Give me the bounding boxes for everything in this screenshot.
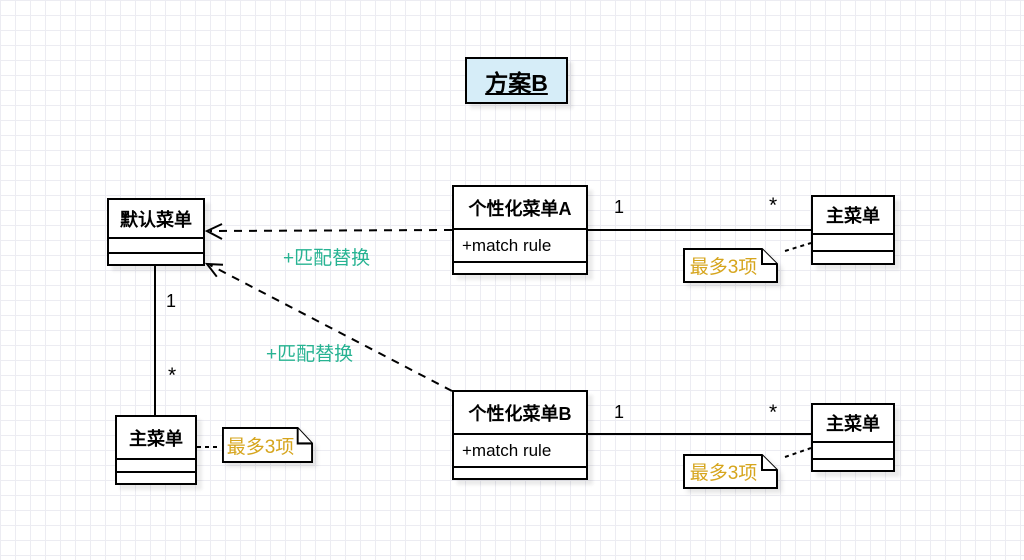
- class-methods-compartment: [109, 252, 203, 264]
- multiplicity-default-far: *: [168, 364, 177, 387]
- diagram-title: 方案B: [485, 69, 548, 96]
- class-methods-compartment: [813, 250, 893, 263]
- class-main-menu-bottom[interactable]: 主菜单: [811, 403, 895, 472]
- note-text: 最多3项: [689, 463, 758, 484]
- note-text: 最多3项: [226, 436, 295, 458]
- class-attributes-compartment: [117, 458, 195, 471]
- class-name: 主菜单: [826, 206, 880, 226]
- note-fold-corner: [761, 455, 777, 471]
- note-top-right[interactable]: 最多3项: [683, 248, 778, 283]
- multiplicity-a-near: 1: [614, 197, 625, 217]
- diagram-title-box[interactable]: 方案B: [465, 57, 568, 104]
- multiplicity-a-far: *: [769, 194, 778, 217]
- edge-label-match-replace-b: +匹配替换: [266, 344, 354, 365]
- note-shape: [683, 248, 778, 283]
- multiplicity-b-near: 1: [614, 402, 625, 422]
- class-name: 主菜单: [826, 414, 880, 434]
- class-methods-compartment: [117, 471, 195, 483]
- class-name: 个性化菜单A: [468, 198, 572, 219]
- attribute-match-rule: +match rule: [462, 440, 552, 460]
- note-fold-corner: [761, 249, 777, 265]
- open-arrowhead-b: [204, 262, 224, 278]
- class-attributes-compartment: [813, 233, 893, 250]
- note-shape: [222, 427, 313, 463]
- note-top-right-connector[interactable]: [784, 242, 812, 252]
- attribute-match-rule: +match rule: [462, 235, 552, 255]
- note-bottom-left[interactable]: 最多3项: [222, 427, 313, 463]
- multiplicity-default-near: 1: [166, 291, 177, 311]
- class-main-menu-top[interactable]: 主菜单: [811, 195, 895, 265]
- note-bottom-right-connector[interactable]: [784, 447, 812, 458]
- class-name: 个性化菜单B: [468, 403, 572, 424]
- note-text: 最多3项: [689, 257, 758, 278]
- class-attributes-compartment: [813, 441, 893, 458]
- class-methods-compartment: [454, 261, 586, 273]
- class-personalized-menu-b[interactable]: 个性化菜单B +match rule: [452, 390, 588, 480]
- note-bottom-right[interactable]: 最多3项: [683, 454, 778, 489]
- class-main-menu-left[interactable]: 主菜单: [115, 415, 197, 485]
- class-attributes-compartment: +match rule: [454, 433, 586, 466]
- match-replace-a-line[interactable]: [209, 229, 453, 232]
- class-methods-compartment: [813, 458, 893, 470]
- class-name: 默认菜单: [120, 209, 192, 230]
- class-attributes-compartment: +match rule: [454, 228, 586, 261]
- class-methods-compartment: [454, 466, 586, 478]
- class-name: 主菜单: [129, 428, 183, 449]
- edge-label-match-replace-a: +匹配替换: [283, 248, 371, 269]
- class-default-menu[interactable]: 默认菜单: [107, 198, 205, 266]
- class-attributes-compartment: [109, 237, 203, 252]
- note-shape: [683, 454, 778, 489]
- multiplicity-b-far: *: [769, 401, 778, 424]
- class-personalized-menu-a[interactable]: 个性化菜单A +match rule: [452, 185, 588, 275]
- open-arrowhead-a: [204, 223, 223, 240]
- match-replace-b-line[interactable]: [209, 264, 453, 392]
